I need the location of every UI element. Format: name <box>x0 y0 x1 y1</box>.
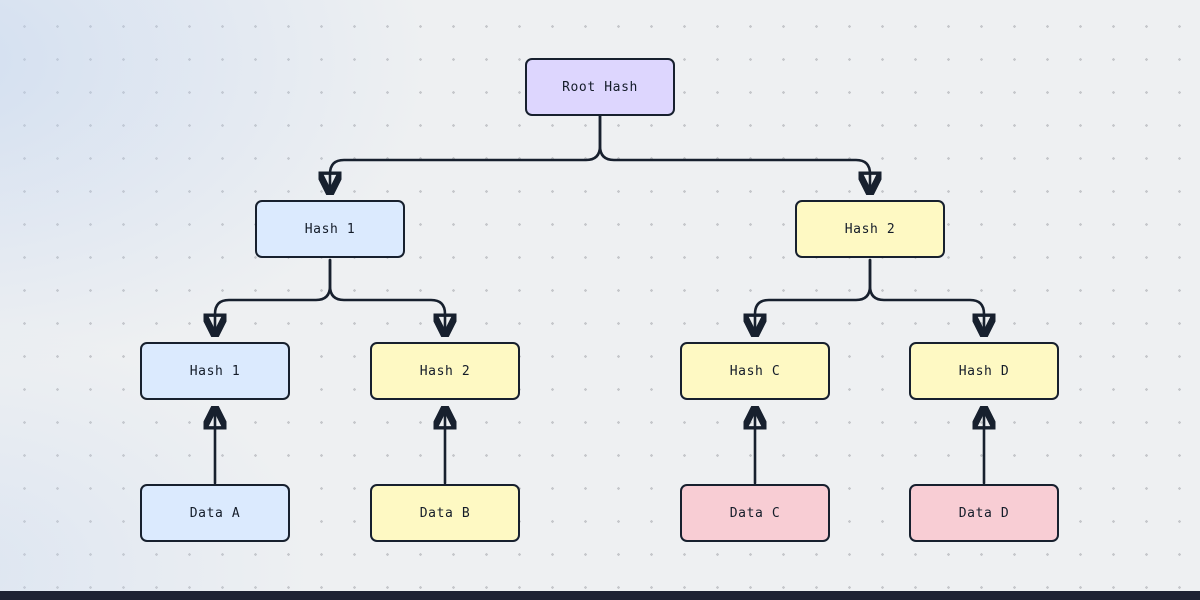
node-leaf-hash-d-label: Hash D <box>958 363 1010 379</box>
edge-root-to-hash2 <box>598 114 870 191</box>
node-data-d[interactable]: Data D <box>909 484 1059 542</box>
node-root-hash-label: Root Hash <box>562 79 638 95</box>
node-branch-hash-1-label: Hash 1 <box>304 221 356 237</box>
node-leaf-hash-c-label: Hash C <box>729 363 781 379</box>
node-data-a[interactable]: Data A <box>140 484 290 542</box>
node-root-hash[interactable]: Root Hash <box>525 58 675 116</box>
edge-hash1-to-leaf-hash2 <box>328 258 445 333</box>
node-leaf-hash-1[interactable]: Hash 1 <box>140 342 290 400</box>
node-branch-hash-2[interactable]: Hash 2 <box>795 200 945 258</box>
bottom-edge-bar <box>0 591 1200 600</box>
node-leaf-hash-c[interactable]: Hash C <box>680 342 830 400</box>
node-data-d-label: Data D <box>958 505 1010 521</box>
node-data-c[interactable]: Data C <box>680 484 830 542</box>
node-leaf-hash-1-label: Hash 1 <box>189 363 241 379</box>
edge-hash1-to-leaf-hash1 <box>215 258 332 333</box>
edge-hash2-to-leaf-hashC <box>755 258 872 333</box>
node-leaf-hash-d[interactable]: Hash D <box>909 342 1059 400</box>
node-data-b[interactable]: Data B <box>370 484 520 542</box>
node-branch-hash-2-label: Hash 2 <box>844 221 896 237</box>
node-data-c-label: Data C <box>729 505 781 521</box>
node-data-b-label: Data B <box>419 505 471 521</box>
node-data-a-label: Data A <box>189 505 241 521</box>
edge-hash2-to-leaf-hashD <box>868 258 984 333</box>
edge-root-to-hash1 <box>330 114 602 191</box>
node-leaf-hash-2-label: Hash 2 <box>419 363 471 379</box>
node-leaf-hash-2[interactable]: Hash 2 <box>370 342 520 400</box>
node-branch-hash-1[interactable]: Hash 1 <box>255 200 405 258</box>
